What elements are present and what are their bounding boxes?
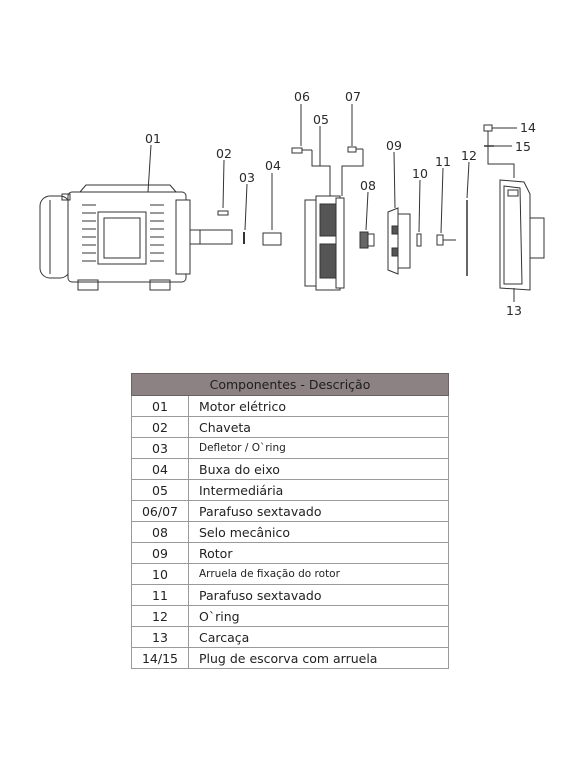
exploded-pump-diagram: 01 02 03 04 05 06 07 08 09 10 11 12 13 1… [39, 89, 545, 318]
label-07: 07 [345, 89, 361, 104]
row-code: 12 [131, 605, 189, 627]
label-13: 13 [506, 303, 522, 318]
row-code: 03 [131, 437, 189, 459]
row-code: 14/15 [131, 647, 189, 669]
row-code: 04 [131, 458, 189, 480]
row-code: 01 [131, 395, 189, 417]
row-code: 13 [131, 626, 189, 648]
label-03: 03 [239, 170, 255, 185]
label-10: 10 [412, 166, 428, 181]
label-11: 11 [435, 154, 451, 169]
bushing-drawing [262, 232, 282, 246]
casing-drawing [499, 179, 545, 291]
row-code: 11 [131, 584, 189, 606]
bolt-11-drawing [436, 234, 456, 246]
bolt-07-drawing [347, 146, 357, 153]
table-header: Componentes - Descrição [131, 373, 449, 396]
label-02: 02 [216, 146, 232, 161]
label-01: 01 [145, 131, 161, 146]
row-code: 02 [131, 416, 189, 438]
row-description: Chaveta [188, 416, 449, 438]
row-description: Intermediária [188, 479, 449, 501]
row-description: Buxa do eixo [188, 458, 449, 480]
label-09: 09 [386, 138, 402, 153]
row-description: Carcaça [188, 626, 449, 648]
label-05: 05 [313, 112, 329, 127]
row-description: Arruela de fixação do rotor [188, 563, 449, 585]
label-04: 04 [265, 158, 281, 173]
row-code: 06/07 [131, 500, 189, 522]
table-header-row: Componentes - Descrição [131, 373, 449, 396]
washer-drawing [416, 233, 422, 247]
row-description: Motor elétrico [188, 395, 449, 417]
row-description: Plug de escorva com arruela [188, 647, 449, 669]
key-drawing [217, 210, 229, 216]
seal-drawing [359, 231, 375, 249]
row-description: Parafuso sextavado [188, 584, 449, 606]
motor-drawing [39, 184, 233, 291]
row-description: Rotor [188, 542, 449, 564]
row-description: Defletor / O`ring [188, 437, 449, 459]
label-15: 15 [515, 139, 531, 154]
label-08: 08 [360, 178, 376, 193]
label-14: 14 [520, 120, 536, 135]
row-description: O`ring [188, 605, 449, 627]
row-code: 09 [131, 542, 189, 564]
row-code: 08 [131, 521, 189, 543]
intermediate-drawing [304, 195, 345, 291]
row-description: Selo mecânico [188, 521, 449, 543]
bolt-06-drawing [291, 147, 303, 154]
row-code: 05 [131, 479, 189, 501]
rotor-drawing [387, 207, 411, 275]
label-12: 12 [461, 148, 477, 163]
row-code: 10 [131, 563, 189, 585]
plug-drawing [483, 124, 493, 132]
row-description: Parafuso sextavado [188, 500, 449, 522]
label-06: 06 [294, 89, 310, 104]
